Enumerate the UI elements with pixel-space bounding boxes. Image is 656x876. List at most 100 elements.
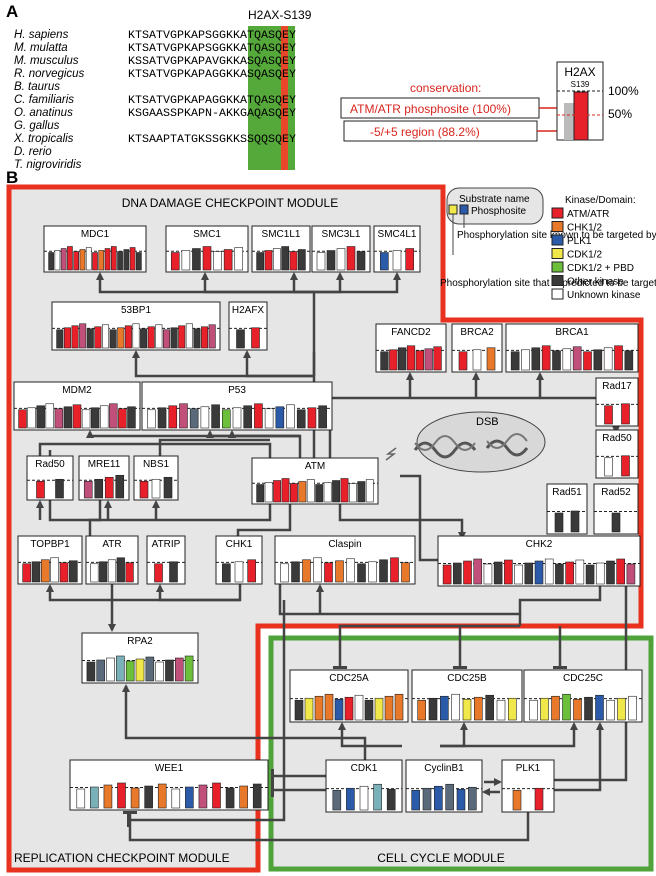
site-bar <box>626 563 636 585</box>
site-bar <box>102 324 110 349</box>
protein-node-53bp1: 53BP1 <box>51 301 221 351</box>
kinase-swatch <box>551 288 564 300</box>
site-bar <box>617 697 626 721</box>
site-bar <box>364 699 374 721</box>
site-bar <box>90 407 100 429</box>
site-bar <box>486 347 496 371</box>
site-bar <box>440 695 449 721</box>
site-bar <box>453 562 462 585</box>
site-bar <box>346 558 355 583</box>
site-bar <box>434 785 443 811</box>
site-bar <box>406 345 416 371</box>
legend: Substrate name Phosphosite Phosphorylati… <box>440 187 656 301</box>
protein-node-rad17: Rad17 <box>595 377 639 427</box>
site-bar <box>104 248 111 271</box>
site-bar <box>275 406 285 429</box>
species-sequence: KTSATVGPKAPAGGKKASQASQEY <box>128 69 297 81</box>
protein-node-plk1: PLK1 <box>501 759 555 813</box>
site-bar <box>554 512 564 533</box>
site-bar <box>185 323 193 349</box>
legend-phosphosite: Phosphosite <box>471 206 526 217</box>
site-bar <box>468 786 477 811</box>
activation-edge <box>290 272 314 294</box>
site-bar <box>456 788 466 811</box>
site-bar <box>157 407 167 429</box>
site-bar <box>458 351 468 371</box>
kinase-legend-label: Other kinase <box>567 277 624 288</box>
h2ax-site-header: H2AX-S139 <box>248 8 312 22</box>
site-bar <box>127 406 136 429</box>
protein-name: MRE11 <box>88 459 121 470</box>
site-bar <box>356 251 366 271</box>
site-bar <box>130 787 140 809</box>
site-bar <box>584 696 593 721</box>
protein-name: BRCA2 <box>460 327 494 338</box>
activation-edge <box>338 504 466 540</box>
site-bar <box>422 787 432 811</box>
site-bar <box>307 407 317 429</box>
site-bar <box>281 246 290 271</box>
site-bar <box>424 348 433 371</box>
protein-name: Rad52 <box>601 487 631 498</box>
site-bar <box>302 559 311 583</box>
activation-edge <box>156 584 240 602</box>
site-bar <box>169 561 178 583</box>
site-bar <box>374 697 384 721</box>
site-bar <box>129 247 136 271</box>
site-bar <box>512 789 522 811</box>
protein-name: CyclinB1 <box>424 763 464 774</box>
site-bar <box>595 562 605 585</box>
species-name: H. sapiens <box>14 29 69 41</box>
phosphosite-label: ATM/ATR phosphosite (100%) <box>350 102 511 116</box>
site-bar <box>485 694 494 721</box>
protein-node-p53: P53 <box>141 381 333 431</box>
protein-node-atrip: ATRIP <box>146 535 186 585</box>
site-bar <box>92 252 98 271</box>
site-bar <box>118 408 127 429</box>
species-name: D. rerio <box>14 146 52 158</box>
protein-name: WEE1 <box>155 763 184 774</box>
site-bar <box>386 788 396 811</box>
site-bar <box>296 409 306 429</box>
site-bar <box>272 248 281 271</box>
dna-helix-icon <box>413 433 529 459</box>
site-bar <box>551 695 560 721</box>
site-bar <box>85 247 92 271</box>
site-bar <box>332 789 342 811</box>
site-bar <box>606 560 615 585</box>
site-bar <box>334 698 344 721</box>
lightning-icon <box>385 447 397 461</box>
site-bar <box>106 657 115 682</box>
site-bar <box>79 323 87 349</box>
site-bar <box>117 327 125 349</box>
site-bar <box>286 404 295 429</box>
site-bar <box>573 698 582 721</box>
site-bar <box>86 328 94 349</box>
mini-red-bar <box>573 91 589 141</box>
legend-substrate-shape <box>446 187 544 225</box>
kinase-legend-label: CDK1/2 + PBD <box>567 263 634 274</box>
site-bar <box>540 697 549 721</box>
site-bar <box>624 350 634 371</box>
activation-edge <box>201 272 314 294</box>
protein-node-cdc25b: CDC25B <box>411 669 523 723</box>
activation-edge <box>86 430 300 438</box>
site-bar <box>323 482 332 503</box>
site-bar <box>415 350 424 371</box>
activation-edge <box>158 438 270 458</box>
site-bar <box>99 561 108 583</box>
species-sequence: KTSATVGPKAPAGGKKATQASQEY <box>128 95 297 107</box>
site-bar <box>18 409 27 429</box>
species-name: R. norvegicus <box>14 68 85 80</box>
pathway-edges <box>36 272 628 842</box>
kinase-swatch <box>551 248 564 259</box>
species-sequence: KSSATVGPKAPAVGKKASQASQEY <box>128 56 297 68</box>
site-bar <box>401 562 410 583</box>
kinase-swatch <box>551 261 564 273</box>
site-bar <box>48 252 54 271</box>
activation-edge <box>38 442 272 458</box>
species-name: M. musculus <box>14 55 79 67</box>
